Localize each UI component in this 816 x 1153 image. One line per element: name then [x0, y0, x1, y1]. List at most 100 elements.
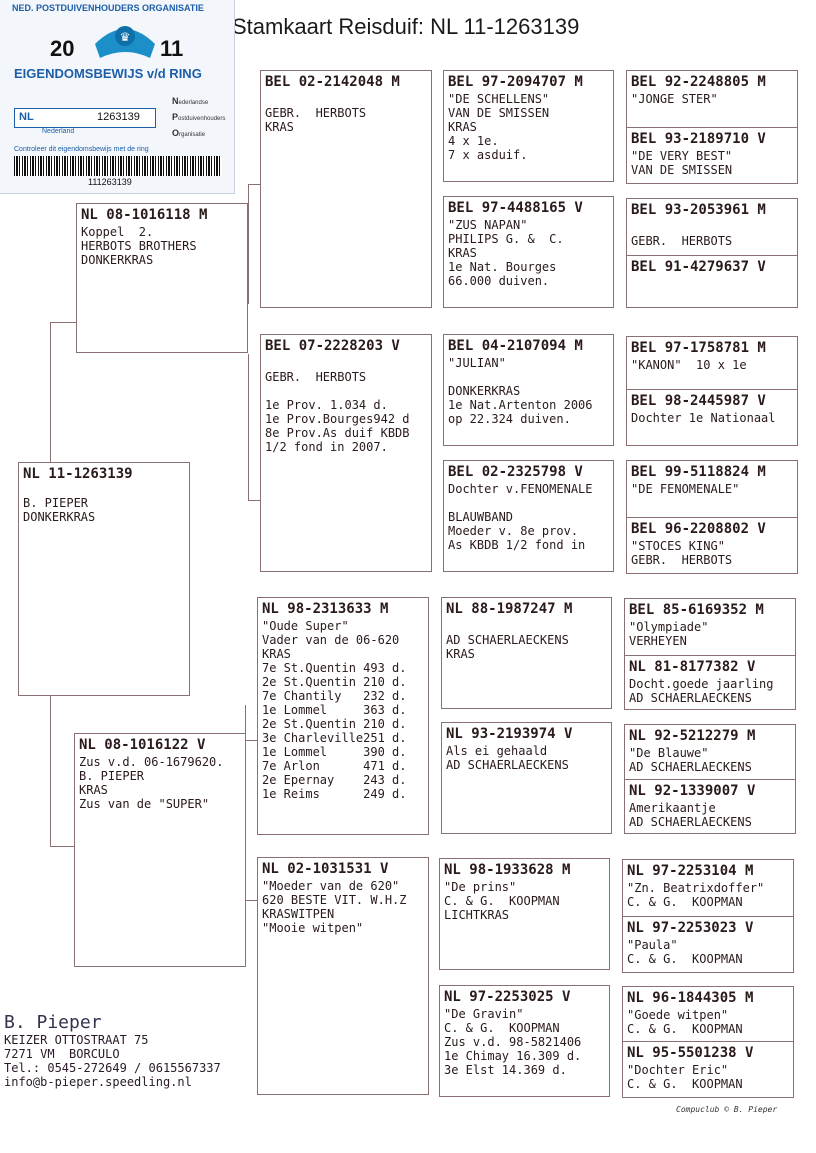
- father-details: Koppel 2. HERBOTS BROTHERS DONKERKRAS: [81, 225, 197, 267]
- ring: NL 97-2253104 M: [627, 863, 754, 879]
- details: "DE FENOMENALE": [631, 482, 740, 496]
- card-ring-field: NL 1263139: [14, 108, 156, 128]
- details: GEBR. HERBOTS: [631, 234, 733, 248]
- grandparent-fm: BEL 07-2228203 V GEBR. HERBOTS 1e Prov. …: [260, 334, 432, 572]
- gggp-pair-2: BEL 93-2053961 M GEBR. HERBOTS BEL 91-42…: [626, 198, 798, 308]
- ggp-mmm: NL 97-2253025 V "De Gravin" C. & G. KOOP…: [439, 985, 610, 1097]
- ring: NL 81-8177382 V: [629, 659, 756, 675]
- page-title: Stamkaart Reisduif: NL 11-1263139: [232, 14, 580, 39]
- ggp-fmf: BEL 04-2107094 M "JULIAN" DONKERKRAS 1e …: [443, 334, 614, 446]
- ring: BEL 91-4279637 V: [631, 259, 766, 275]
- details: "De Gravin" C. & G. KOOPMAN Zus v.d. 98-…: [444, 1007, 582, 1077]
- details: Amerikaantje AD SCHAERLAECKENS: [629, 801, 752, 829]
- ring: NL 92-1339007 V: [629, 783, 756, 799]
- card-sub: Nederland: [42, 128, 75, 135]
- details: "DE VERY BEST" VAN DE SMISSEN: [631, 149, 733, 177]
- details: "ZUS NAPAN" PHILIPS G. & C. KRAS 1e Nat.…: [448, 218, 564, 288]
- details: "STOCES KING" GEBR. HERBOTS: [631, 539, 733, 567]
- details: Dochter v.FENOMENALE BLAUWBAND Moeder v.…: [448, 482, 593, 552]
- details: "DE SCHELLENS" VAN DE SMISSEN KRAS 4 x 1…: [448, 92, 550, 162]
- ring: BEL 96-2208802 V: [631, 521, 766, 537]
- gggp-pair-5: BEL 85-6169352 M "Olympiade" VERHEYEN NL…: [624, 598, 796, 710]
- ggp-mff: NL 88-1987247 M AD SCHAERLAECKENS KRAS: [441, 597, 612, 709]
- gggp-pair-7: NL 97-2253104 M "Zn. Beatrixdoffer" C. &…: [622, 859, 794, 973]
- ggp-ffm: BEL 97-4488165 V "ZUS NAPAN" PHILIPS G. …: [443, 196, 614, 308]
- ring: BEL 98-2445987 V: [631, 393, 766, 409]
- details: GEBR. HERBOTS 1e Prov. 1.034 d. 1e Prov.…: [265, 370, 410, 454]
- ring: BEL 97-2094707 M: [448, 74, 583, 90]
- ownership-card: NED. POSTDUIVENHOUDERS ORGANISATIE ♛ 20 …: [0, 0, 235, 194]
- details: "Olympiade" VERHEYEN: [629, 620, 709, 648]
- ring: NL 95-5501238 V: [627, 1045, 754, 1061]
- ring: NL 88-1987247 M: [446, 601, 573, 617]
- ring: NL 98-2313633 M: [262, 601, 389, 617]
- ggp-fmm: BEL 02-2325798 V Dochter v.FENOMENALE BL…: [443, 460, 614, 572]
- gggp-pair-1: BEL 92-2248805 M "JONGE STER" BEL 93-218…: [626, 70, 798, 184]
- details: "JULIAN" DONKERKRAS 1e Nat.Artenton 2006…: [448, 356, 593, 426]
- gggp-pair-6: NL 92-5212279 M "De Blauwe" AD SCHAERLAE…: [624, 724, 796, 834]
- ring: NL 97-2253023 V: [627, 920, 754, 936]
- npo-n: Nederlandse: [172, 96, 209, 106]
- ring: BEL 93-2053961 M: [631, 202, 766, 218]
- grandparent-mm: NL 02-1031531 V "Moeder van de 620" 620 …: [257, 857, 429, 1095]
- card-org: NED. POSTDUIVENHOUDERS ORGANISATIE: [12, 3, 204, 13]
- ring: BEL 04-2107094 M: [448, 338, 583, 354]
- gggp-pair-3: BEL 97-1758781 M "KANON" 10 x 1e BEL 98-…: [626, 336, 798, 446]
- ring: NL 96-1844305 M: [627, 990, 754, 1006]
- subject-ring: NL 11-1263139: [23, 466, 133, 482]
- svg-text:♛: ♛: [120, 30, 131, 44]
- grandparent-ff: BEL 02-2142048 M GEBR. HERBOTS KRAS: [260, 70, 432, 308]
- mother-ring: NL 08-1016122 V: [79, 737, 206, 753]
- card-control-text: Controleer dit eigendomsbewijs met de ri…: [14, 146, 149, 153]
- details: "Dochter Eric" C. & G. KOOPMAN: [627, 1063, 743, 1091]
- ggp-fff: BEL 97-2094707 M "DE SCHELLENS" VAN DE S…: [443, 70, 614, 182]
- barcode-number: 111263139: [88, 177, 132, 187]
- ring: NL 98-1933628 M: [444, 862, 571, 878]
- father-ring: NL 08-1016118 M: [81, 207, 208, 223]
- ring: NL 02-1031531 V: [262, 861, 389, 877]
- father-box: NL 08-1016118 M Koppel 2. HERBOTS BROTHE…: [76, 203, 248, 353]
- mother-details: Zus v.d. 06-1679620. B. PIEPER KRAS Zus …: [79, 755, 224, 811]
- ggp-mfm: NL 93-2193974 V Als ei gehaald AD SCHAER…: [441, 722, 612, 834]
- ring: BEL 07-2228203 V: [265, 338, 400, 354]
- npo-p: Postduivenhouders: [172, 112, 226, 122]
- owner-name: B. Pieper: [4, 1012, 102, 1033]
- details: "Goede witpen" C. & G. KOOPMAN: [627, 1008, 743, 1036]
- subject-details: B. PIEPER DONKERKRAS: [23, 496, 96, 524]
- details: AD SCHAERLAECKENS KRAS: [446, 633, 569, 661]
- ring: BEL 97-1758781 M: [631, 340, 766, 356]
- npo-o: Organisatie: [172, 128, 206, 138]
- subject-box: NL 11-1263139 B. PIEPER DONKERKRAS: [18, 462, 190, 696]
- details: "Oude Super" Vader van de 06-620 KRAS 7e…: [262, 619, 407, 801]
- details: [627, 276, 766, 277]
- ring: NL 97-2253025 V: [444, 989, 571, 1005]
- ring: BEL 92-2248805 M: [631, 74, 766, 90]
- card-eigendomsbewijs: EIGENDOMSBEWIJS v/d RING: [14, 66, 202, 81]
- ggp-mmf: NL 98-1933628 M "De prins" C. & G. KOOPM…: [439, 858, 610, 970]
- barcode: [14, 156, 222, 176]
- card-ring: 1263139: [97, 111, 140, 123]
- details: Docht.goede jaarling AD SCHAERLAECKENS: [629, 677, 774, 705]
- gggp-pair-8: NL 96-1844305 M "Goede witpen" C. & G. K…: [622, 986, 794, 1098]
- ring: BEL 85-6169352 M: [629, 602, 764, 618]
- owner-block: B. Pieper KEIZER OTTOSTRAAT 75 7271 VM B…: [4, 1012, 221, 1089]
- details: Dochter 1e Nationaal: [631, 411, 776, 425]
- details: GEBR. HERBOTS KRAS: [265, 106, 367, 134]
- details: "KANON" 10 x 1e: [631, 358, 747, 372]
- gggp-pair-4: BEL 99-5118824 M "DE FENOMENALE" BEL 96-…: [626, 460, 798, 574]
- details: "De prins" C. & G. KOOPMAN LICHTKRAS: [444, 880, 560, 922]
- details: "Moeder van de 620" 620 BESTE VIT. W.H.Z…: [262, 879, 407, 935]
- details: "De Blauwe" AD SCHAERLAECKENS: [629, 746, 752, 774]
- mother-box: NL 08-1016122 V Zus v.d. 06-1679620. B. …: [74, 733, 246, 967]
- ring: BEL 99-5118824 M: [631, 464, 766, 480]
- card-country: NL: [19, 111, 34, 123]
- details: "JONGE STER": [631, 92, 718, 106]
- details: "Zn. Beatrixdoffer" C. & G. KOOPMAN: [627, 881, 765, 909]
- lion-emblem-icon: ♛: [95, 26, 155, 58]
- ring: BEL 02-2325798 V: [448, 464, 583, 480]
- ring: NL 92-5212279 M: [629, 728, 756, 744]
- details: Als ei gehaald AD SCHAERLAECKENS: [446, 744, 569, 772]
- grandparent-mf: NL 98-2313633 M "Oude Super" Vader van d…: [257, 597, 429, 835]
- card-year-left: 20: [50, 36, 75, 61]
- ring: BEL 97-4488165 V: [448, 200, 583, 216]
